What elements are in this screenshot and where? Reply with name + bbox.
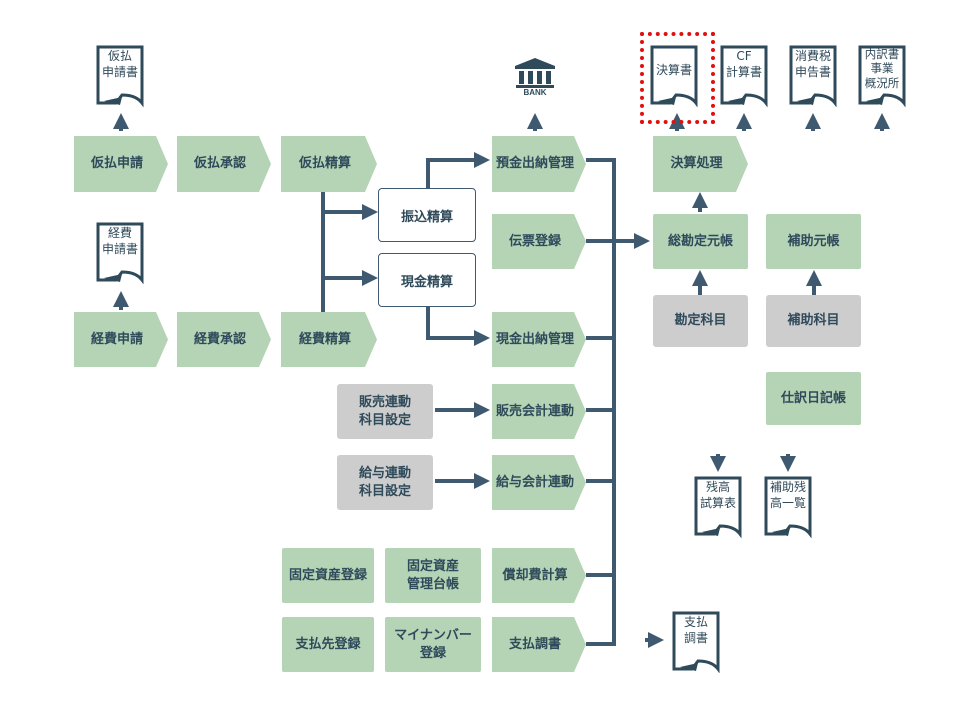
depreciation-calc[interactable]: 償却費計算 <box>492 548 586 603</box>
general-ledger[interactable]: 総勘定元帳 <box>653 214 748 269</box>
document-icon <box>858 45 906 107</box>
cf-statement-doc[interactable]: CF 計算書 <box>720 45 768 107</box>
payment-report[interactable]: 支払調書 <box>492 617 586 672</box>
advance-request-form-doc[interactable]: 仮払 申請書 <box>96 45 144 107</box>
flow-step-expense-request[interactable]: 経費申請 <box>74 312 168 367</box>
trial-balance-doc[interactable]: 残高 試算表 <box>694 476 742 538</box>
consumption-tax-return-doc[interactable]: 消費税 申告書 <box>789 45 837 107</box>
document-icon <box>720 45 768 107</box>
deposit-management[interactable]: 預金出納管理 <box>492 136 586 192</box>
flow-step-expense-approval[interactable]: 経費承認 <box>177 312 271 367</box>
document-icon <box>789 45 837 107</box>
flow-step-advance-approval[interactable]: 仮払承認 <box>177 136 271 192</box>
sub-balance-list-doc[interactable]: 補助残 高一覧 <box>764 476 812 538</box>
document-icon <box>764 476 812 538</box>
account-titles[interactable]: 勘定科目 <box>653 295 748 347</box>
bank-icon: BANK <box>513 56 557 102</box>
expense-request-form-doc[interactable]: 経費 申請書 <box>96 222 144 284</box>
payment-report-doc[interactable]: 支払 調書 <box>672 611 720 673</box>
flow-step-advance-settlement[interactable]: 仮払精算 <box>281 136 377 192</box>
document-icon <box>694 476 742 538</box>
fixed-asset-register[interactable]: 固定資産登録 <box>282 548 374 603</box>
business-status-doc[interactable]: 内訳書 事業 概況所 <box>858 45 906 107</box>
document-icon <box>650 45 698 107</box>
sales-link-account-setting[interactable]: 販売連動 科目設定 <box>337 384 433 439</box>
closing-process[interactable]: 決算処理 <box>653 136 748 192</box>
document-icon <box>672 611 720 673</box>
document-icon <box>96 222 144 284</box>
flow-step-advance-request[interactable]: 仮払申請 <box>74 136 168 192</box>
financial-statements-doc[interactable]: 決算書 <box>650 45 698 107</box>
cash-settlement-box[interactable]: 現金精算 <box>378 253 476 307</box>
sales-accounting-link[interactable]: 販売会計連動 <box>492 384 586 439</box>
sub-account-titles[interactable]: 補助科目 <box>766 295 861 347</box>
sub-ledger[interactable]: 補助元帳 <box>766 214 861 269</box>
highlight-frame <box>640 32 715 124</box>
fixed-asset-ledger[interactable]: 固定資産 管理台帳 <box>385 548 481 603</box>
payroll-accounting-link[interactable]: 給与会計連動 <box>492 455 586 510</box>
journal-book[interactable]: 仕訳日記帳 <box>766 372 861 425</box>
document-icon <box>96 45 144 107</box>
mynumber-register[interactable]: マイナンバー 登録 <box>385 617 481 672</box>
payee-register[interactable]: 支払先登録 <box>282 617 374 672</box>
cash-management[interactable]: 現金出納管理 <box>492 312 586 367</box>
payroll-link-account-setting[interactable]: 給与連動 科目設定 <box>337 455 433 510</box>
voucher-entry[interactable]: 伝票登録 <box>492 214 586 269</box>
bank-label: BANK <box>523 88 547 97</box>
transfer-settlement-box[interactable]: 振込精算 <box>378 188 476 242</box>
flow-step-expense-settlement[interactable]: 経費精算 <box>281 312 377 367</box>
